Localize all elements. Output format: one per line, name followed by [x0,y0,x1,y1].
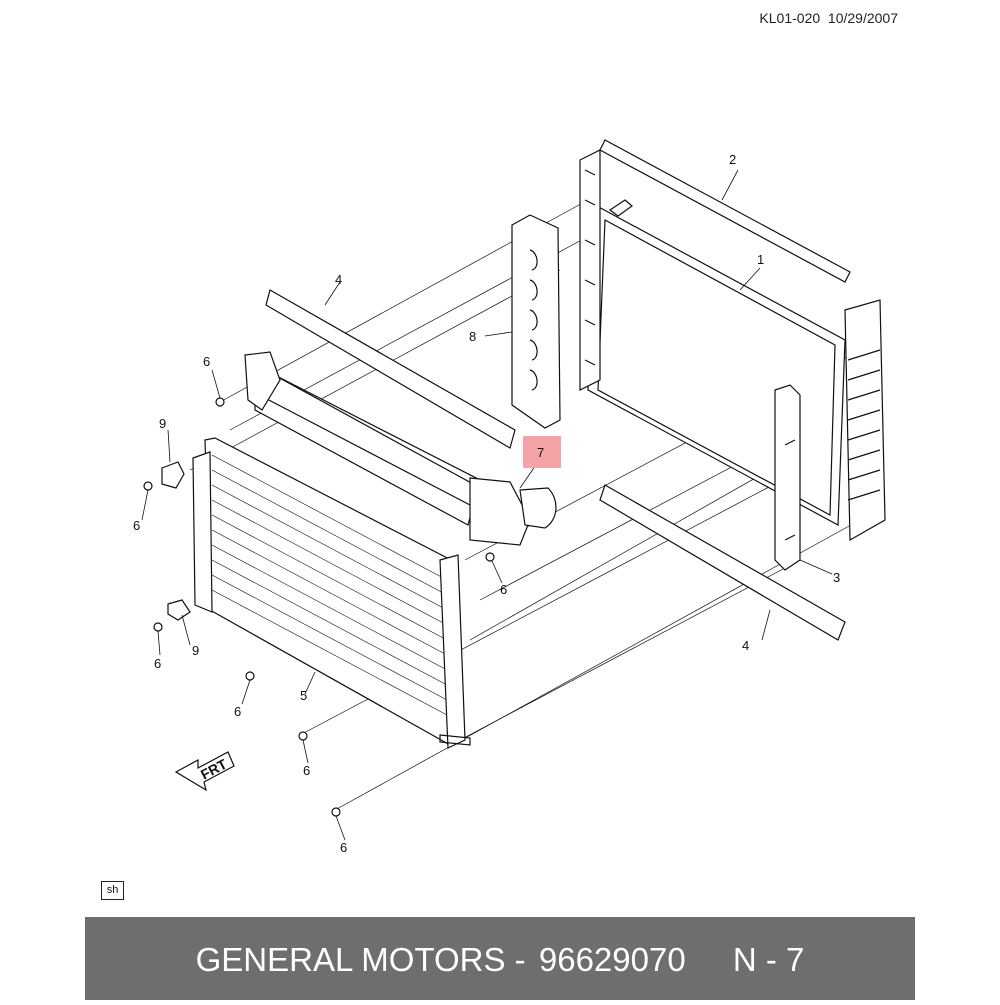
callout-7: 7 [537,445,544,460]
callout-6-d: 6 [234,704,241,719]
sh-tag: sh [101,881,124,900]
air-deflector-right [774,384,801,571]
footer-banner: GENERAL MOTORS - 96629070 N - 7 [85,917,915,1000]
seal-strip-upper [265,289,516,449]
callout-7-highlight [523,436,561,468]
rubber-mount-lower [167,599,191,621]
callout-2: 2 [729,152,736,167]
condenser [192,437,471,749]
callout-6-f: 6 [303,763,310,778]
callout-6-b: 6 [133,518,140,533]
callout-4-lower: 4 [742,638,749,653]
rubber-mount-upper [161,461,185,489]
callout-6-c: 6 [154,656,161,671]
callout-1: 1 [757,252,764,267]
callout-6-g: 6 [340,840,347,855]
callout-3: 3 [833,570,840,585]
seal-strip-top-right [599,139,851,283]
diagram-code: KL01-020 [759,10,821,26]
air-deflector-left [511,214,561,429]
callout-8: 8 [469,329,476,344]
footer-page: N - 7 [732,941,805,978]
callout-leaders [141,169,833,841]
callout-5: 5 [300,688,307,703]
diagram-header: KL01-020 10/29/2007 [759,10,898,26]
front-arrow-icon: FRT [174,751,235,792]
footer-part-number: 96629070 [538,941,686,978]
callout-6-e: 6 [500,582,507,597]
callout-6-a: 6 [203,354,210,369]
seal-strip-lower [599,484,846,641]
footer-brand: GENERAL MOTORS - [195,941,526,978]
diagram-date: 10/29/2007 [827,10,898,26]
bolt-icon [143,397,495,817]
callout-9-lower: 9 [192,643,199,658]
intercooler [244,351,557,546]
callout-4-upper: 4 [335,272,342,287]
callout-9-upper: 9 [159,416,166,431]
